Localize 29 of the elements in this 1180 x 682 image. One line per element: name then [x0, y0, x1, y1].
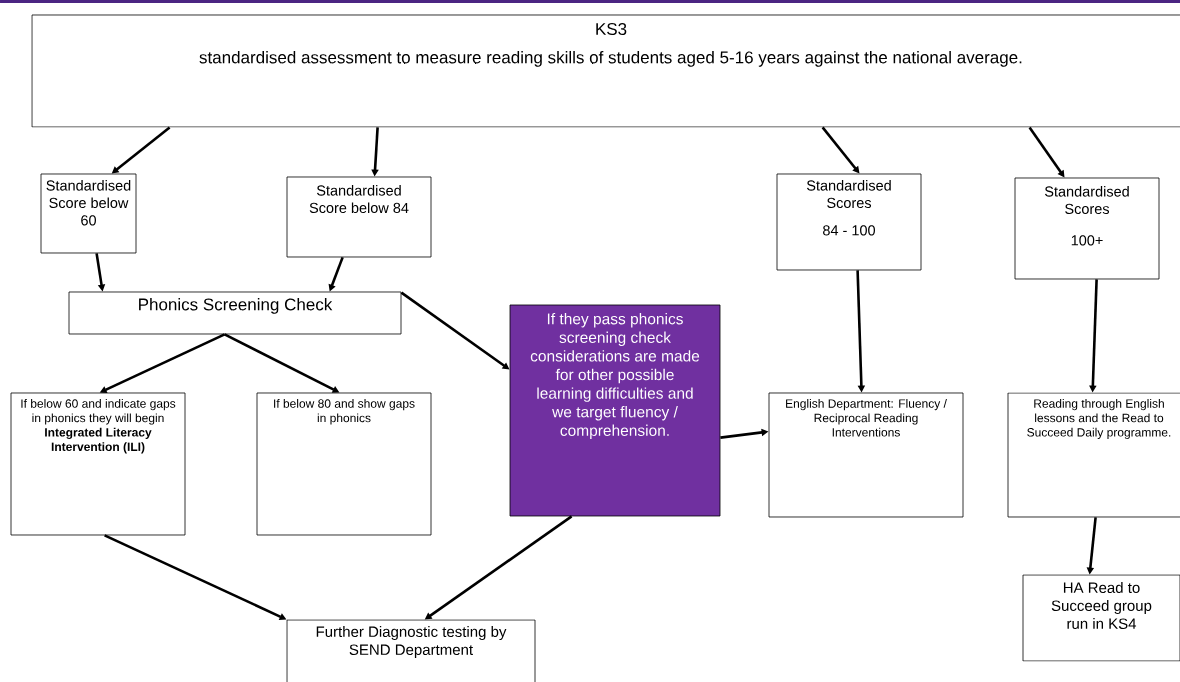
process-box	[256, 392, 432, 536]
node-text: English Department: Fluency / Reciprocal Reading Interventions	[786, 399, 947, 437]
node-text: Standardised Score below 60	[46, 180, 131, 226]
process-box	[10, 392, 186, 536]
node-text: Standardised Score below 84	[309, 185, 409, 214]
node-text: If below 80 and show gaps in phonics	[274, 399, 415, 425]
process-box	[1007, 392, 1180, 518]
node-text: If they pass phonics screening check considerations are made for other possible learning difficulties and we target fluency / comprehension.	[530, 313, 700, 440]
node-text: 100+	[1071, 235, 1103, 246]
process-box	[1022, 574, 1180, 662]
highlight-box	[509, 304, 721, 517]
heading-box	[31, 14, 1180, 128]
node-text: KS3	[596, 23, 627, 36]
score-box	[1014, 177, 1160, 280]
node-text: If below 60 and indicate gaps in phonics they will begin Integrated Literacy Intervention (ILI)	[21, 399, 176, 454]
process-box	[768, 392, 964, 518]
process-box	[68, 291, 402, 335]
node-text: Further Diagnostic testing by SEND Department	[316, 626, 507, 658]
score-box	[40, 173, 137, 254]
node-text: Standardised Scores	[806, 180, 891, 209]
score-box	[286, 176, 432, 258]
node-text: standardised assessment to measure reading skills of students aged 5-16 years against the national average.	[199, 50, 1022, 67]
node-text: 84 - 100	[823, 225, 875, 236]
node-text: HA Read to Succeed group run in KS4	[1051, 582, 1152, 629]
node-text: Phonics Screening Check	[139, 298, 333, 314]
process-box	[286, 619, 536, 682]
node-text: Standardised Scores	[1044, 186, 1129, 215]
node-text: Reading through English lessons and the Read to Succeed Daily programme.	[1027, 399, 1171, 439]
score-box	[776, 173, 922, 271]
